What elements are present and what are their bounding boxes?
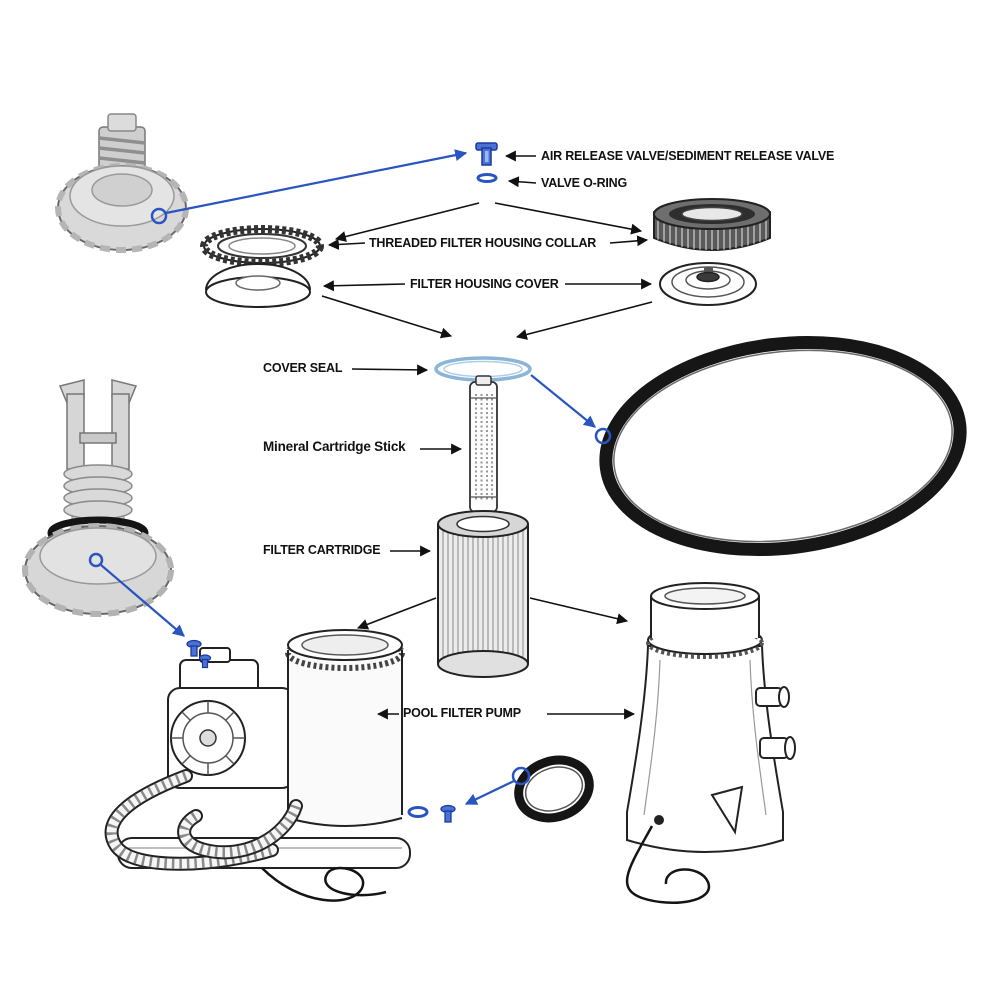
small-o-ring-drawing: [514, 755, 594, 823]
pump-seal-o-ring-drawing: [599, 335, 967, 557]
filter-housing-cover-label: FILTER HOUSING COVER: [410, 277, 559, 291]
mineral-cartridge-stick-drawing: [469, 375, 498, 513]
air-release-valve-icon: [475, 142, 498, 166]
filter-housing-cover-right-drawing: [659, 262, 757, 306]
washer-screw-icon: [407, 804, 456, 823]
threaded-collar-right-drawing: [653, 198, 771, 251]
drain-plug-screws-icon: [186, 639, 212, 669]
pool-filter-pump-left-drawing: [104, 629, 411, 902]
pool-filter-pump-label: POOL FILTER PUMP: [403, 706, 521, 720]
pool-filter-pump-right-drawing: [625, 582, 796, 904]
valve-o-ring-label: VALVE O-RING: [541, 176, 628, 190]
blue-pointer-lines: [88, 149, 612, 805]
filter-housing-cover-left-drawing: [205, 263, 311, 308]
valve-o-ring-icon: [476, 173, 498, 183]
threaded-collar-left-drawing: [200, 225, 324, 267]
callout-arrows: [321, 150, 653, 720]
threaded-filter-housing-collar-label: THREADED FILTER HOUSING COLLAR: [369, 236, 597, 250]
air-release-valve-label: AIR RELEASE VALVE/SEDIMENT RELEASE VALVE: [541, 149, 835, 163]
air-release-valve-drawing: [55, 113, 189, 253]
plunger-valve-drawing: [22, 379, 174, 617]
filter-cartridge-drawing: [437, 510, 529, 678]
mineral-cartridge-stick-label: Mineral Cartridge Stick: [263, 439, 406, 454]
cover-seal-label: COVER SEAL: [263, 361, 343, 375]
filter-cartridge-label: FILTER CARTRIDGE: [263, 543, 381, 557]
